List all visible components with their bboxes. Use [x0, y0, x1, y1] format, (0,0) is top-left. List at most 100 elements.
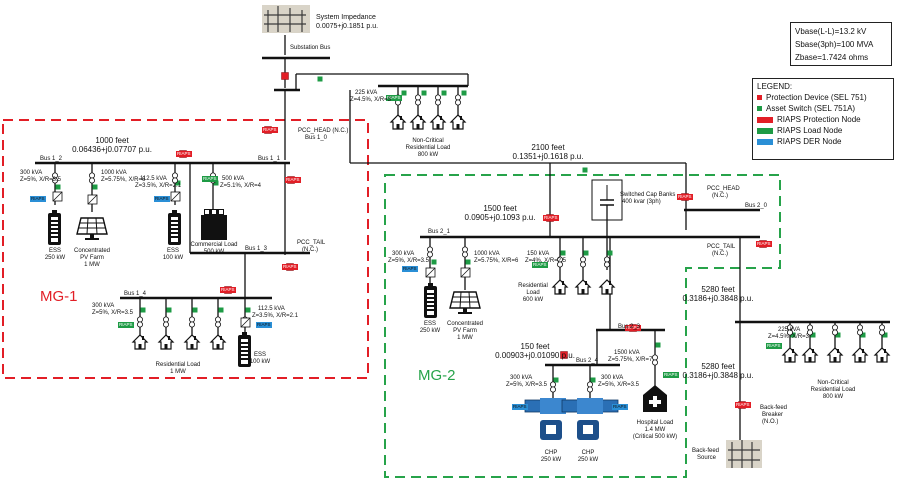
ess3-tx: 112.5 kVA: [258, 306, 285, 312]
riaps-load-tag: RIAPS: [766, 343, 782, 349]
hosp-tx-z: Z=5.75%, X/R=7: [608, 357, 653, 363]
chp1-tx: 300 kVA: [510, 375, 533, 381]
base-values-box: Vbase(L-L)=13.2 kV Sbase(3ph)=100 MVA Zb…: [790, 22, 892, 66]
legend-riaps-der: RIAPS DER Node: [757, 136, 889, 147]
ess1-label: ESS: [48, 248, 62, 254]
bus-2-3-label: Bus 2_3: [618, 324, 641, 330]
com-tx: 500 kVA: [222, 176, 245, 182]
chp1-tx-z: Z=5%, X/R=3.5: [506, 382, 548, 388]
hospital-load-critical: (Critical 500 kW): [632, 434, 678, 440]
ess3-kw: 100 kW: [249, 359, 271, 365]
nc1-tx: 225 kVA: [355, 90, 378, 96]
nc1-tx-z: Z=4.5%, X/R=3: [350, 97, 392, 103]
bus-2-0-label: Bus 2_0: [745, 203, 768, 209]
bus-1-4-label: Bus 1_4: [124, 291, 147, 297]
riaps-protection-tag: RIAPS: [285, 177, 301, 183]
pv1-label2: PV Farm: [80, 255, 104, 261]
feeder5-length: 5280 feet: [701, 362, 735, 371]
bus-1-2-label: Bus 1_2: [40, 156, 63, 162]
nc2-kw: 800 kW: [822, 394, 844, 400]
blue-riaps-icon: [757, 138, 773, 145]
feeder2-impedance: 0.1351+j0.1618 p.u.: [512, 152, 584, 161]
ess2-tx-z: Z=3.5%, X/R=2.1: [135, 183, 182, 189]
riaps-protection-tag: RIAPS: [756, 241, 772, 247]
res1-tx-z: Z=5%, X/R=3.5: [92, 310, 134, 316]
pv1-label: Concentrated: [73, 248, 111, 254]
nc1-label: Non-Critical: [412, 138, 444, 144]
mg2-res-tx-z: Z=4%, X/R=2.5: [525, 258, 567, 264]
legend-riaps-load-label: RIAPS Load Node: [777, 126, 843, 135]
mg2-pv-tx-z: Z=5.75%, X/R=6: [474, 258, 519, 264]
feeder6-length: 150 feet: [520, 342, 550, 351]
sbase-text: Sbase(3ph)=100 MVA: [795, 40, 874, 49]
breaker-label2: Breaker: [762, 412, 784, 418]
substation-bus-label: Substation Bus: [290, 45, 331, 51]
system-impedance-value: 0.0075+j0.1851 p.u.: [316, 23, 379, 30]
mg2-ess-kw: 250 kW: [419, 328, 441, 334]
pcc-tail-mg2-state: (N.C.): [712, 251, 728, 257]
legend-asset-switch-label: Asset Switch (SEL 751A): [766, 104, 856, 113]
chp2-kw: 250 kW: [577, 457, 599, 463]
riaps-protection-tag: RIAPS: [543, 215, 559, 221]
ess3-tx-z: Z=3.5%, X/R=2.1: [252, 313, 299, 319]
mg2-res-label: Residential: [518, 283, 548, 289]
substation-backfeed: [726, 440, 762, 468]
legend-protection-device: Protection Device (SEL 751): [757, 92, 889, 103]
feeder4-length: 5280 feet: [701, 285, 735, 294]
riaps-der-tag: RIAPS: [30, 196, 46, 202]
res1-tx: 300 kVA: [92, 303, 115, 309]
hospital-load-mw: 1.4 MW: [644, 427, 666, 433]
bus-1-3-label: Bus 1_3: [245, 246, 268, 252]
riaps-protection-tag: RIAPS: [625, 325, 641, 331]
chp1-kw: 250 kW: [540, 457, 562, 463]
chp2-label: CHP: [581, 450, 595, 456]
res1-mw: 1 MW: [170, 369, 186, 375]
mg2-res-label2: Load: [526, 290, 540, 296]
ess3-label: ESS: [253, 352, 267, 358]
chp-unit-2: [561, 398, 619, 440]
mg2-boundary: [384, 174, 781, 478]
feeder5-impedance: 0.3186+j0.3848 p.u.: [682, 371, 754, 380]
breaker-label: Back-feed: [760, 405, 788, 411]
chp1-label: CHP: [544, 450, 558, 456]
ess1-tx-z: Z=5%, X/R=3.5: [20, 177, 62, 183]
cap-bank-label: Switched Cap Banks: [620, 192, 676, 198]
backfeed-source-label: Back-feed: [692, 448, 720, 454]
chp2-tx: 300 kVA: [601, 375, 624, 381]
ess1-kw: 250 kW: [44, 255, 66, 261]
riaps-load-tag: RIAPS: [202, 176, 218, 182]
com-tx-z: Z=5.1%, X/R=4: [220, 183, 262, 189]
red-riaps-icon: [757, 116, 773, 123]
riaps-load-tag: RIAPS: [532, 262, 548, 268]
feeder3-impedance: 0.0905+j0.1093 p.u.: [464, 213, 536, 222]
riaps-protection-tag: RIAPS: [220, 287, 236, 293]
system-impedance-title: System Impedance: [316, 14, 376, 21]
nc1-kw: 800 kW: [417, 152, 439, 158]
feeder1-length: 1000 feet: [95, 136, 129, 145]
riaps-der-tag: RIAPS: [612, 404, 628, 410]
mg2-label: MG-2: [418, 367, 456, 384]
pv1-tx: 1000 kVA: [101, 170, 127, 176]
legend-riaps-protection: RIAPS Protection Node: [757, 114, 889, 125]
hospital-load-label: Hospital Load: [636, 420, 674, 426]
bus-2-4-label: Bus 2_4: [576, 358, 599, 364]
mg2-res-tx: 150 kVA: [527, 251, 550, 257]
bus-1-1-label: Bus 1_1: [258, 156, 281, 162]
green-square-icon: [757, 106, 762, 111]
feeder6-impedance: 0.00903+j0.01090 p.u.: [495, 351, 575, 360]
riaps-protection-tag: RIAPS: [262, 127, 278, 133]
legend-title: LEGEND:: [757, 82, 793, 91]
cap-bank-kvar: 400 kvar (3ph): [622, 199, 661, 205]
mg2-ess-tx-z: Z=5%, X/R=3.5: [388, 258, 430, 264]
riaps-protection-tag: RIAPS: [282, 264, 298, 270]
riaps-protection-tag: RIAPS: [677, 194, 693, 200]
mg2-pv-label2: PV Farm: [453, 328, 477, 334]
riaps-protection-tag: RIAPS: [176, 151, 192, 157]
pcc-tail-mg1-state: (N.C.): [302, 247, 318, 253]
breaker-state: (N.O.): [762, 419, 779, 425]
riaps-der-tag: RIAPS: [512, 404, 528, 410]
res1-label: Residential Load: [155, 362, 201, 368]
bus-2-1-label: Bus 2_1: [428, 229, 451, 235]
legend-asset-switch: Asset Switch (SEL 751A): [757, 103, 889, 114]
